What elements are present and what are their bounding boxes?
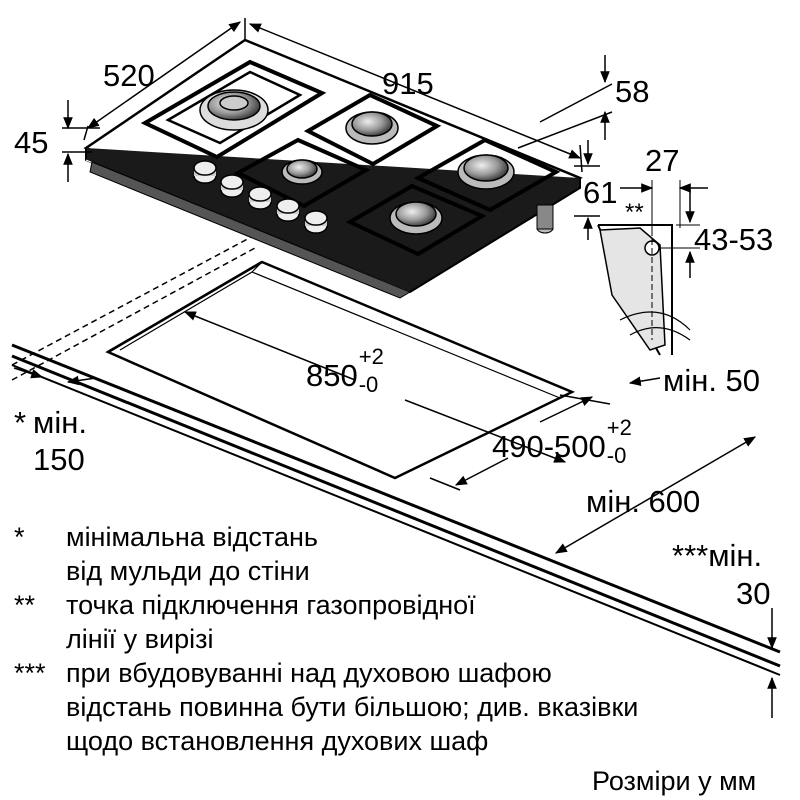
min-150-label: мін. xyxy=(33,405,87,440)
dim-45-label: 45 xyxy=(14,125,49,160)
footnote-2-line-2: лінії у вирізі xyxy=(66,624,214,654)
cutout-width-tol-minus: -0 xyxy=(358,372,379,397)
burner-5 xyxy=(389,201,443,235)
footnote-1-mark: * xyxy=(14,522,25,552)
hob xyxy=(83,38,583,299)
footnote-2-line-1: точка підключення газопровідної xyxy=(66,590,476,620)
burner-2 xyxy=(345,111,399,145)
control-knobs xyxy=(193,160,328,234)
cutout-depth-value: 490-500 xyxy=(492,429,606,464)
dim-27-label: 27 xyxy=(645,143,680,178)
burner-wok xyxy=(199,89,269,131)
dim-61-label: 61 xyxy=(583,175,618,210)
footnote-3-line-2: відстань повинна бути більшою; див. вказ… xyxy=(66,692,639,722)
dimension-lines xyxy=(13,18,777,718)
footnote-1-line-1: мінімальна відстань xyxy=(66,522,318,552)
min-30-value: 30 xyxy=(736,576,771,611)
min-50-label: мін. 50 xyxy=(663,363,761,398)
footnote-3-line-3: щодо встановлення духових шаф xyxy=(66,726,489,756)
cutout-width-value: 850 xyxy=(306,358,358,393)
cutout-depth-label: 490-500+2 -0 xyxy=(492,417,640,467)
cutout-depth-tol-plus: +2 xyxy=(606,415,632,440)
side-detail xyxy=(597,180,708,356)
footnote-3-line-1: при вбудовуванні над духовою шафою xyxy=(66,658,552,688)
burner-3 xyxy=(281,159,323,185)
gas-point-mark: ** xyxy=(625,199,644,226)
units-note: Розміри у мм xyxy=(592,766,757,796)
cutout-depth-tol-minus: -0 xyxy=(606,443,627,468)
dim-915-label: 915 xyxy=(382,66,434,101)
footnote-3-mark: *** xyxy=(14,658,46,688)
min-150-value: 150 xyxy=(33,442,85,477)
min-150-star: * xyxy=(14,405,27,440)
footnote-1-line-2: від мульди до стіни xyxy=(66,556,310,586)
min-600-label: мін. 600 xyxy=(586,484,701,519)
min-30-label: ***мін. xyxy=(672,538,763,573)
cutout-width-label: 850+2 -0 xyxy=(306,346,388,396)
countertop xyxy=(11,343,781,676)
burner-4 xyxy=(457,154,515,190)
footnote-2-mark: ** xyxy=(14,590,36,620)
dim-43-53-label: 43-53 xyxy=(694,222,774,257)
dim-58-label: 58 xyxy=(615,74,650,109)
cutout xyxy=(105,260,576,480)
countertop-back-dashed xyxy=(11,234,256,381)
dim-520-label: 520 xyxy=(103,58,155,93)
cutout-width-tol-plus: +2 xyxy=(358,344,384,369)
